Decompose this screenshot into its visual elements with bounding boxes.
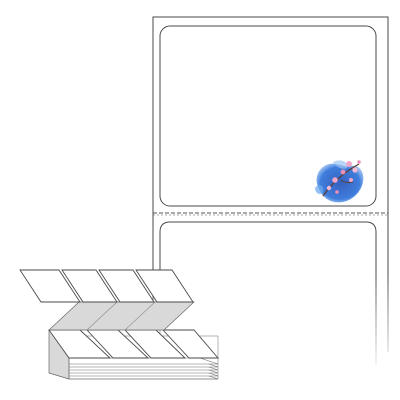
label-top (159, 25, 377, 207)
perforation-line (153, 212, 388, 216)
stack-layers (48, 357, 219, 380)
stack-top-labels (48, 329, 219, 359)
fold-top-labels (19, 269, 194, 303)
label-liner (152, 16, 389, 352)
watercolor-cherry-blossom-icon (315, 160, 364, 203)
fanfold-label-stack-icon (19, 269, 219, 380)
fold-middle-panel (48, 301, 195, 331)
